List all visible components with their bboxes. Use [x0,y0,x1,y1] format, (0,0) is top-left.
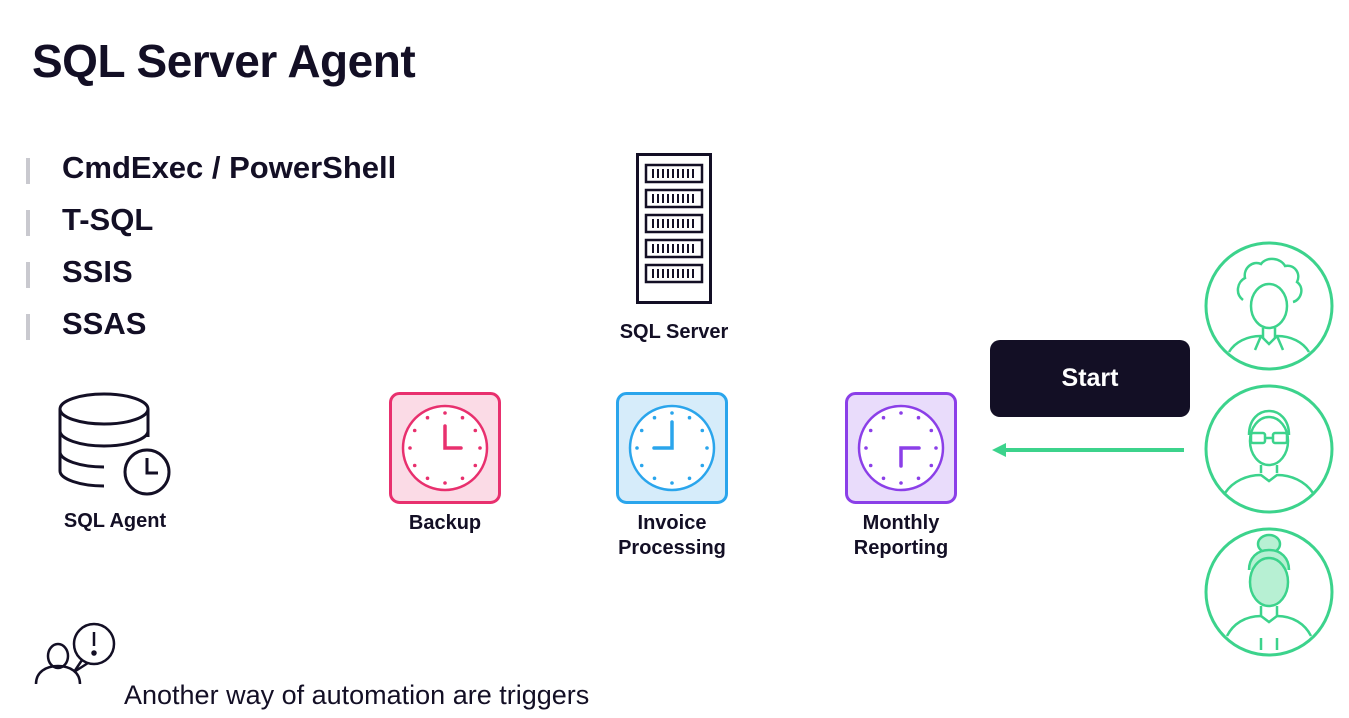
invoice-clock-icon [616,392,728,504]
database-clock-icon [58,392,171,496]
job-label-line: Reporting [853,537,949,559]
woman-curly-hair-icon [1204,241,1334,371]
bullet-text: SSIS [62,254,133,289]
man-glasses-icon [1204,384,1334,514]
bullet-text: SSAS [62,306,147,341]
arrow-left-icon [992,443,1184,457]
job-label-invoice: Invoice Processing [597,511,747,561]
job-label-line: Backup [408,512,482,534]
backup-clock-icon [389,392,501,504]
bullet-marker [26,262,30,288]
bullet-marker [26,210,30,236]
job-label-monthly: Monthly Reporting [826,511,976,561]
bullet-text: T-SQL [62,202,154,237]
slide-title: SQL Server Agent [32,35,416,87]
bullet-marker [26,314,30,340]
job-label-line: Processing [618,537,726,559]
bullet-marker [26,158,30,184]
monthly-clock-icon [845,392,957,504]
bullet-text: CmdExec / PowerShell [62,150,397,185]
woman-ponytail-icon [1204,527,1334,657]
server-label: SQL Server [619,321,729,343]
job-label-line: Invoice [637,512,707,534]
person-alert-icon [34,622,116,684]
start-button[interactable]: Start [990,340,1190,417]
job-label-backup: Backup [370,511,520,536]
agent-label: SQL Agent [63,510,167,532]
server-rack-icon [636,153,712,304]
job-label-line: Monthly [862,512,940,534]
note-text: Another way of automation are triggers [124,680,590,710]
